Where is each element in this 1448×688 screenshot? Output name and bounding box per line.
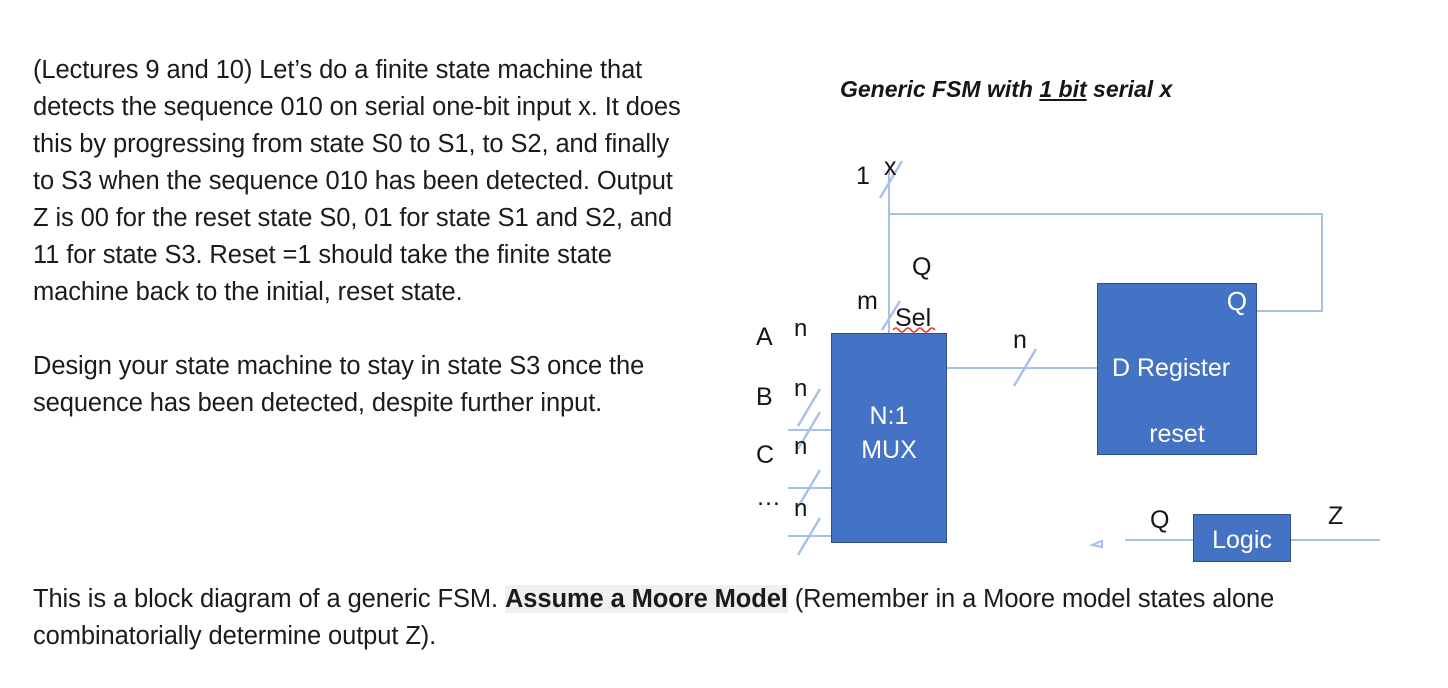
- logic-label: Logic: [1212, 526, 1272, 554]
- mux-input-name-2: C: [756, 441, 775, 469]
- mux-input-width-1: n: [794, 375, 808, 402]
- closing-lead: This is a block diagram of a generic FSM…: [33, 585, 505, 613]
- signal-label-logic-in: Q: [1150, 506, 1170, 534]
- wiring-layer: [788, 160, 1380, 556]
- arrow-artifact: [1088, 539, 1103, 549]
- diagram-title: Generic FSM with 1 bit serial x: [840, 76, 1172, 103]
- mux-input-name-3: …: [756, 483, 781, 511]
- slash-x-width: [878, 160, 904, 199]
- paragraph-1: (Lectures 9 and 10) Let’s do a finite st…: [33, 56, 681, 306]
- mux-input-width-0: n: [794, 315, 808, 342]
- moore-model-emphasis: Assume a Moore Model: [504, 585, 788, 613]
- signal-label-x: x: [884, 153, 897, 181]
- slash-mux-out-width: [1012, 348, 1038, 387]
- register-block[interactable]: [1097, 283, 1257, 455]
- logic-block[interactable]: [1193, 514, 1291, 562]
- signal-label-x-width: 1: [856, 162, 870, 190]
- diagram-title-underlined: 1 bit: [1039, 76, 1087, 102]
- mux-input-width-2: n: [794, 433, 808, 460]
- register-output-q: Q: [1226, 286, 1247, 316]
- signal-label-sel-width: m: [857, 287, 878, 315]
- register-input-label: D Register: [1112, 354, 1231, 382]
- mux-input-name-1: B: [756, 383, 773, 411]
- mux-input-width-4: n: [794, 495, 808, 522]
- mux-label-line1: N:1: [869, 402, 909, 430]
- slash-input-c: [796, 469, 822, 508]
- mux-input-name-0: A: [756, 323, 773, 351]
- wire-feedback-q: [889, 213, 1323, 312]
- signal-label-feedback-q: Q: [912, 253, 932, 281]
- slash-sel-width: [880, 300, 902, 331]
- signal-label-mux-out-width: n: [1013, 326, 1027, 354]
- mux-block[interactable]: [831, 333, 947, 543]
- slash-input-b: [796, 411, 822, 450]
- problem-statement: (Lectures 9 and 10) Let’s do a finite st…: [33, 52, 693, 422]
- closing-tail: (Remember in a Moore model states alone …: [33, 585, 1275, 650]
- closing-paragraph: This is a block diagram of a generic FSM…: [33, 581, 1423, 655]
- slash-input-last: [796, 517, 822, 556]
- fsm-block-diagram: Generic FSM with 1 bit serial x: [720, 58, 1448, 578]
- paragraph-2: Design your state machine to stay in sta…: [33, 352, 645, 417]
- mux-label-line2: MUX: [861, 436, 917, 464]
- diagram-title-prefix: Generic FSM with: [840, 76, 1040, 102]
- signal-label-sel: Sel: [895, 304, 932, 332]
- diagram-title-suffix: serial x: [1086, 76, 1173, 102]
- signal-label-logic-out: Z: [1328, 502, 1344, 530]
- register-reset-label: reset: [1149, 420, 1205, 448]
- spellcheck-squiggle: [892, 327, 936, 333]
- slash-input-a: [796, 388, 822, 427]
